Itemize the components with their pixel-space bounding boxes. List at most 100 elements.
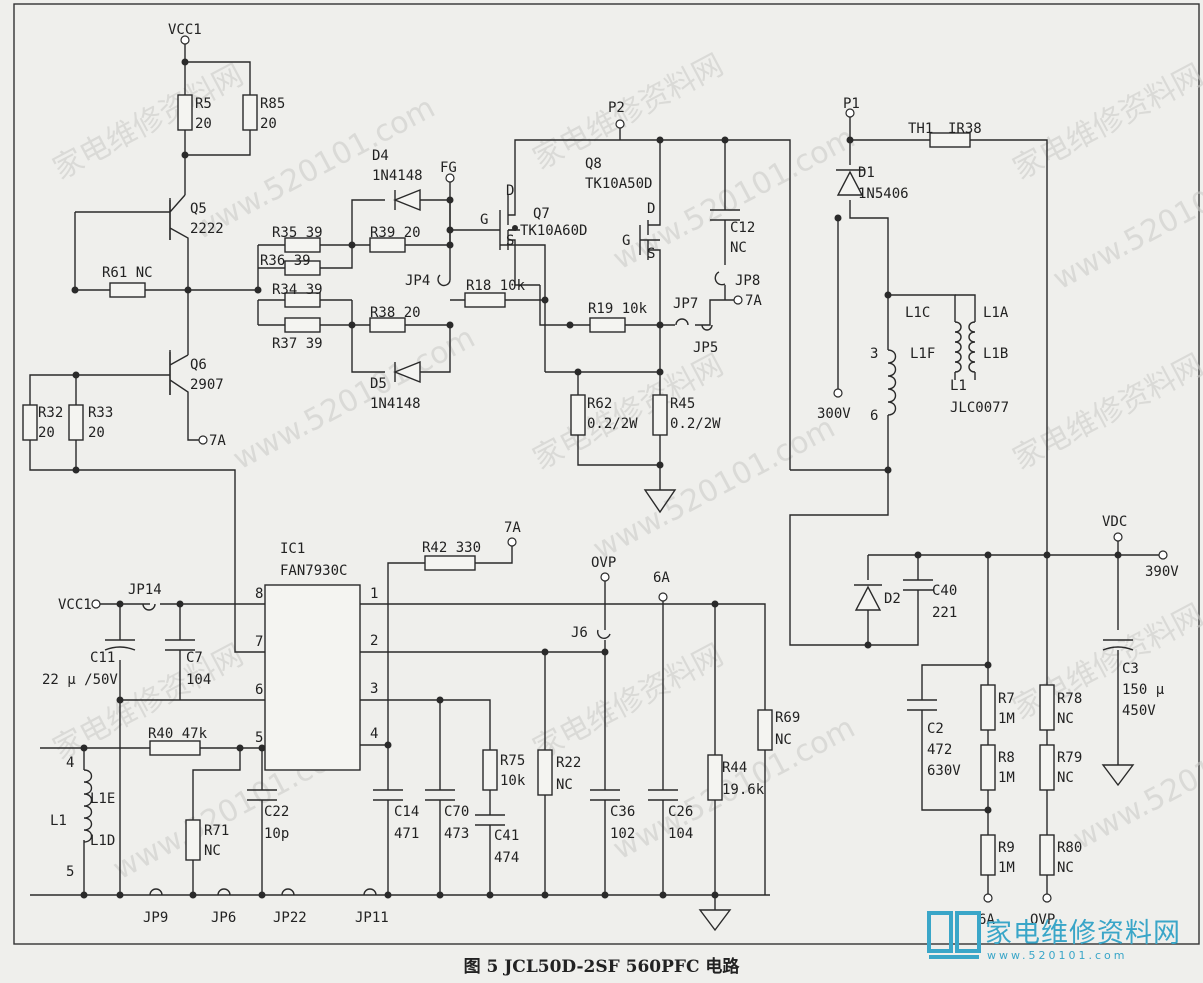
label-q8: Q8 [585,156,602,172]
label-ic1-value: FAN7930C [280,563,347,579]
label-r69: R69 [775,710,800,726]
mosfet-q8 [639,205,661,265]
label-r35: R35 39 [272,225,323,241]
jumper-jp14 [142,603,156,611]
label-r8-value: 1M [998,770,1015,786]
resistor-r75 [482,749,498,791]
resistor-r80 [1039,834,1055,876]
ground-symbol [698,909,732,932]
label-l1d: L1D [90,833,115,849]
label-r36: R36 39 [260,253,311,269]
label-r62: R62 [587,396,612,412]
capacitor-c14 [373,785,403,810]
figure-caption: 图 5 JCL50D-2SF 560PFC 电路 [463,957,740,977]
label-c70: C70 [444,804,469,820]
mosfet-q7 [499,195,518,265]
label-vcc1: VCC1 [168,22,202,38]
label-7a: 7A [209,433,226,449]
capacitor-c40 [903,579,933,600]
label-vdc: VDC [1102,514,1127,530]
resistor-r33 [68,404,84,441]
resistor-r45 [652,394,668,436]
label-r42: R42 330 [422,540,481,556]
label-ovp: OVP [591,555,616,571]
label-c7-value: 104 [186,672,211,688]
label-ic-pin-6: 6 [255,682,263,698]
label-p2: P2 [608,100,625,116]
label-q8-d: D [647,201,655,217]
watermark: 家电维修资料网 [1007,598,1203,727]
label-r22-value: NC [556,777,573,793]
label-r33-value: 20 [88,425,105,441]
label-r71-value: NC [204,843,221,859]
resistor-r38 [369,317,406,333]
label-r85: R85 [260,96,285,112]
label-l1a: L1A [983,305,1009,321]
jumper-jp8 [714,271,726,286]
label-ic-pin-7: 7 [255,634,263,650]
label-jp14: JP14 [128,582,162,598]
capacitor-c41 [475,814,505,840]
label-r33: R33 [88,405,113,421]
resistor-r79 [1039,744,1055,791]
label-jp22: JP22 [273,910,307,926]
resistor-r39 [369,237,406,253]
capacitor-c7 [165,630,195,660]
label-r79: R79 [1057,750,1082,766]
label-r9: R9 [998,840,1015,856]
label-d4-value: 1N4148 [372,168,423,184]
capacitor-c36 [590,785,620,815]
label-r62-value: 0.2/2W [587,416,638,432]
label-jp4: JP4 [405,273,430,289]
resistor-r8 [980,744,996,791]
label-p1: P1 [843,96,860,112]
thermistor-th1 [929,132,971,148]
label-q7-g: G [480,212,488,228]
label-c40-value: 221 [932,605,957,621]
label-c3-voltage: 450V [1122,703,1156,719]
terminals [91,35,1168,903]
label-jp9: JP9 [143,910,168,926]
label-6a-bottom: 6A [978,912,995,928]
label-r69-value: NC [775,732,792,748]
resistor-r35 [284,237,321,253]
capacitor-c2 [907,699,937,720]
resistor-r37 [284,317,321,333]
resistor-r19 [589,317,626,333]
jumper-jp22 [281,888,295,896]
label-r32: R32 [38,405,63,421]
junctions [71,58,1122,899]
resistor-r40 [149,740,201,756]
label-c12: C12 [730,220,755,236]
resistor-r61 [109,282,146,298]
label-l1-left: L1 [50,813,67,829]
label-c2: C2 [927,721,944,737]
label-r80-value: NC [1057,860,1074,876]
label-jp8: JP8 [735,273,760,289]
label-r5-value: 20 [195,116,212,132]
label-c2-voltage: 630V [927,763,961,779]
inductor-l1-main [887,349,897,416]
label-ic-pin-2: 2 [370,633,378,649]
label-7a-top: 7A [504,520,521,536]
label-r78-value: NC [1057,711,1074,727]
label-q6: Q6 [190,357,207,373]
label-390v: 390V [1145,564,1179,580]
label-q7-d: D [506,183,514,199]
label-d4: D4 [372,148,389,164]
label-l1c: L1C [905,305,930,321]
resistor-r62 [570,394,586,436]
label-r75: R75 [500,753,525,769]
label-c22-value: 10p [264,826,289,842]
label-q8-value: TK10A50D [585,176,652,192]
watermark-layer: 家电维修资料网 www.520101.com 家电维修资料网 www.52010… [47,48,1203,887]
resistor-r5 [177,94,193,131]
label-vcc1-ic: VCC1 [58,597,92,613]
label-c3: C3 [1122,661,1139,677]
label-300v: 300V [817,406,851,422]
jumper-j6 [596,629,611,640]
label-q7-value: TK10A60D [520,223,587,239]
label-r78: R78 [1057,691,1082,707]
logo-mark-icon [927,911,981,959]
resistor-r32 [22,404,38,441]
